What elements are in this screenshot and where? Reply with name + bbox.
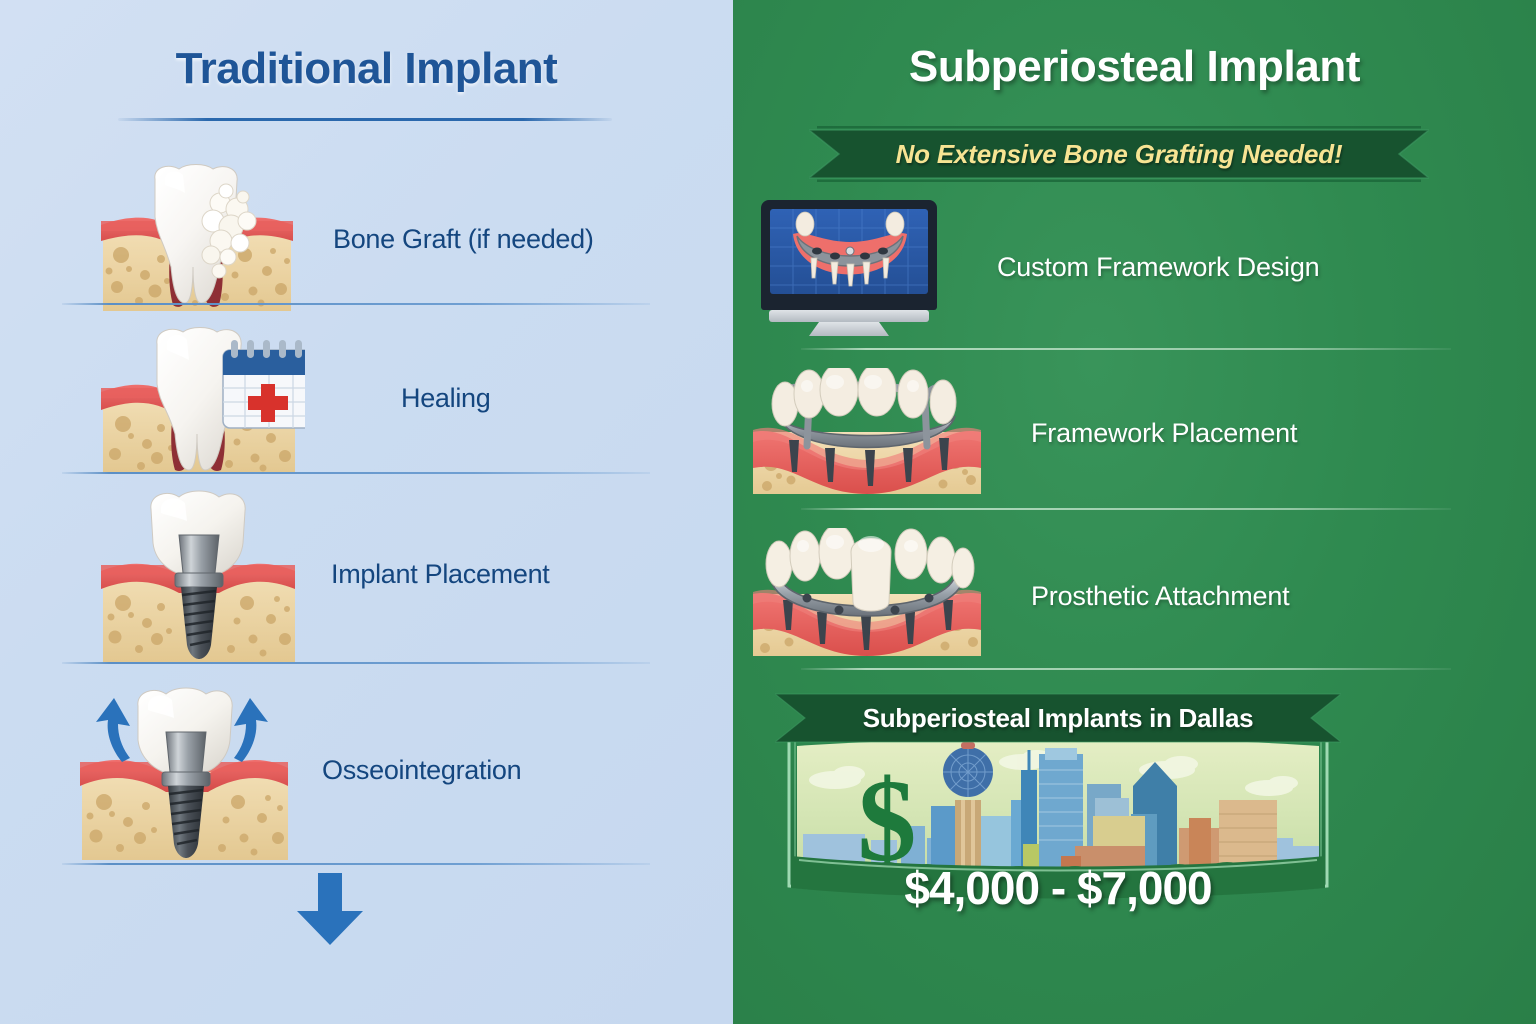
- cost-banner-label: Subperiosteal Implants in Dallas: [862, 702, 1254, 733]
- down-arrow-icon: [285, 873, 375, 945]
- subperiosteal-implant-panel: Subperiosteal Implant No Extensive Bone …: [733, 0, 1536, 1024]
- dollar-sign-icon: $: [858, 755, 917, 886]
- step-label: Implant Placement: [331, 559, 550, 589]
- ribbon-label: No Extensive Bone Grafting Needed!: [895, 138, 1343, 169]
- traditional-implant-panel: Traditional Implant: [0, 0, 733, 1024]
- step-label: Prosthetic Attachment: [1031, 580, 1290, 611]
- step-framework-placement: Framework Placement: [743, 368, 1297, 498]
- left-title-underline: [118, 118, 612, 121]
- step-separator: [62, 863, 650, 865]
- step-bone-graft: Bone Graft (if needed): [95, 163, 594, 315]
- tooth-with-bone-graft-icon: [95, 163, 293, 315]
- step-implant-placement: Implant Placement: [95, 487, 550, 662]
- implant-with-up-arrows-icon: [72, 680, 288, 860]
- svg-text:$: $: [858, 755, 917, 886]
- step-label: Bone Graft (if needed): [333, 223, 594, 254]
- no-bone-grafting-ribbon: No Extensive Bone Grafting Needed!: [809, 126, 1429, 182]
- cost-card: $ Subperiosteal Implants in Dallas $4,00…: [775, 688, 1341, 930]
- step-label: Healing: [401, 382, 491, 413]
- step-separator: [62, 303, 650, 305]
- step-label: Framework Placement: [1031, 417, 1298, 448]
- tooth-with-calendar-icon: [95, 322, 305, 474]
- right-panel-title: Subperiosteal Implant: [908, 42, 1361, 91]
- screw-implant-icon: [95, 487, 295, 662]
- cost-price-range: $4,000 - $7,000: [904, 862, 1212, 914]
- step-label: Custom Framework Design: [997, 251, 1320, 282]
- step-separator: [801, 348, 1451, 350]
- monitor-cad-framework-icon: [755, 196, 951, 338]
- step-separator: [801, 668, 1451, 670]
- prosthetic-teeth-on-framework-icon: [743, 528, 999, 664]
- step-separator: [62, 472, 650, 474]
- step-label: Osseointegration: [322, 754, 522, 785]
- step-custom-framework-design: Custom Framework Design: [755, 196, 1320, 338]
- step-osseointegration: Osseointegration: [72, 680, 522, 860]
- left-panel-title: Traditional Implant: [175, 44, 558, 93]
- step-separator: [62, 662, 650, 664]
- step-separator: [801, 508, 1451, 510]
- framework-on-gum-icon: [743, 368, 999, 498]
- step-prosthetic-attachment: Prosthetic Attachment: [743, 528, 1290, 664]
- step-healing: Healing: [95, 322, 491, 474]
